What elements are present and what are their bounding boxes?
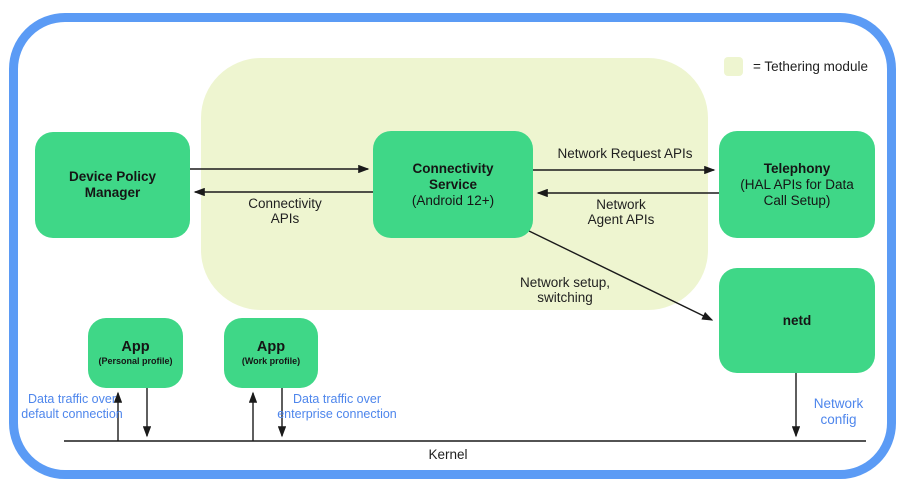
legend-swatch — [724, 57, 743, 76]
node-title: App — [256, 339, 286, 355]
label-connectivity-apis: Connectivity APIs — [248, 196, 322, 226]
label-data-traffic-default: Data traffic over default connection — [21, 392, 123, 421]
frame-border — [9, 13, 896, 479]
node-subtitle: (Android 12+) — [411, 192, 495, 208]
label-data-traffic-enterprise: Data traffic over enterprise connection — [277, 392, 397, 421]
node-app-work: App (Work profile) — [224, 318, 318, 388]
legend-label: = Tethering module — [753, 59, 868, 74]
node-connectivity-service: Connectivity Service (Android 12+) — [373, 131, 533, 238]
label-network-config: Network config — [813, 396, 864, 427]
node-title: Telephony — [763, 160, 831, 176]
label-kernel: Kernel — [428, 447, 468, 462]
node-subtitle: (Personal profile) — [98, 356, 173, 366]
node-device-policy-manager: Device Policy Manager — [35, 132, 190, 238]
node-title: Connectivity Service — [412, 160, 494, 192]
node-title: netd — [782, 312, 812, 328]
node-subtitle: (HAL APIs for Data Call Setup) — [740, 176, 854, 208]
label-network-agent-apis: Network Agent APIs — [587, 197, 655, 227]
node-title: App — [121, 339, 150, 355]
node-netd: netd — [719, 268, 875, 373]
legend: = Tethering module — [724, 57, 868, 76]
label-network-request-apis: Network Request APIs — [557, 146, 693, 161]
node-subtitle: (Work profile) — [241, 356, 301, 366]
label-network-setup-switching: Network setup, switching — [519, 275, 611, 305]
node-app-personal: App (Personal profile) — [88, 318, 183, 388]
node-title: Device Policy Manager — [68, 169, 157, 200]
node-telephony: Telephony (HAL APIs for Data Call Setup) — [719, 131, 875, 238]
